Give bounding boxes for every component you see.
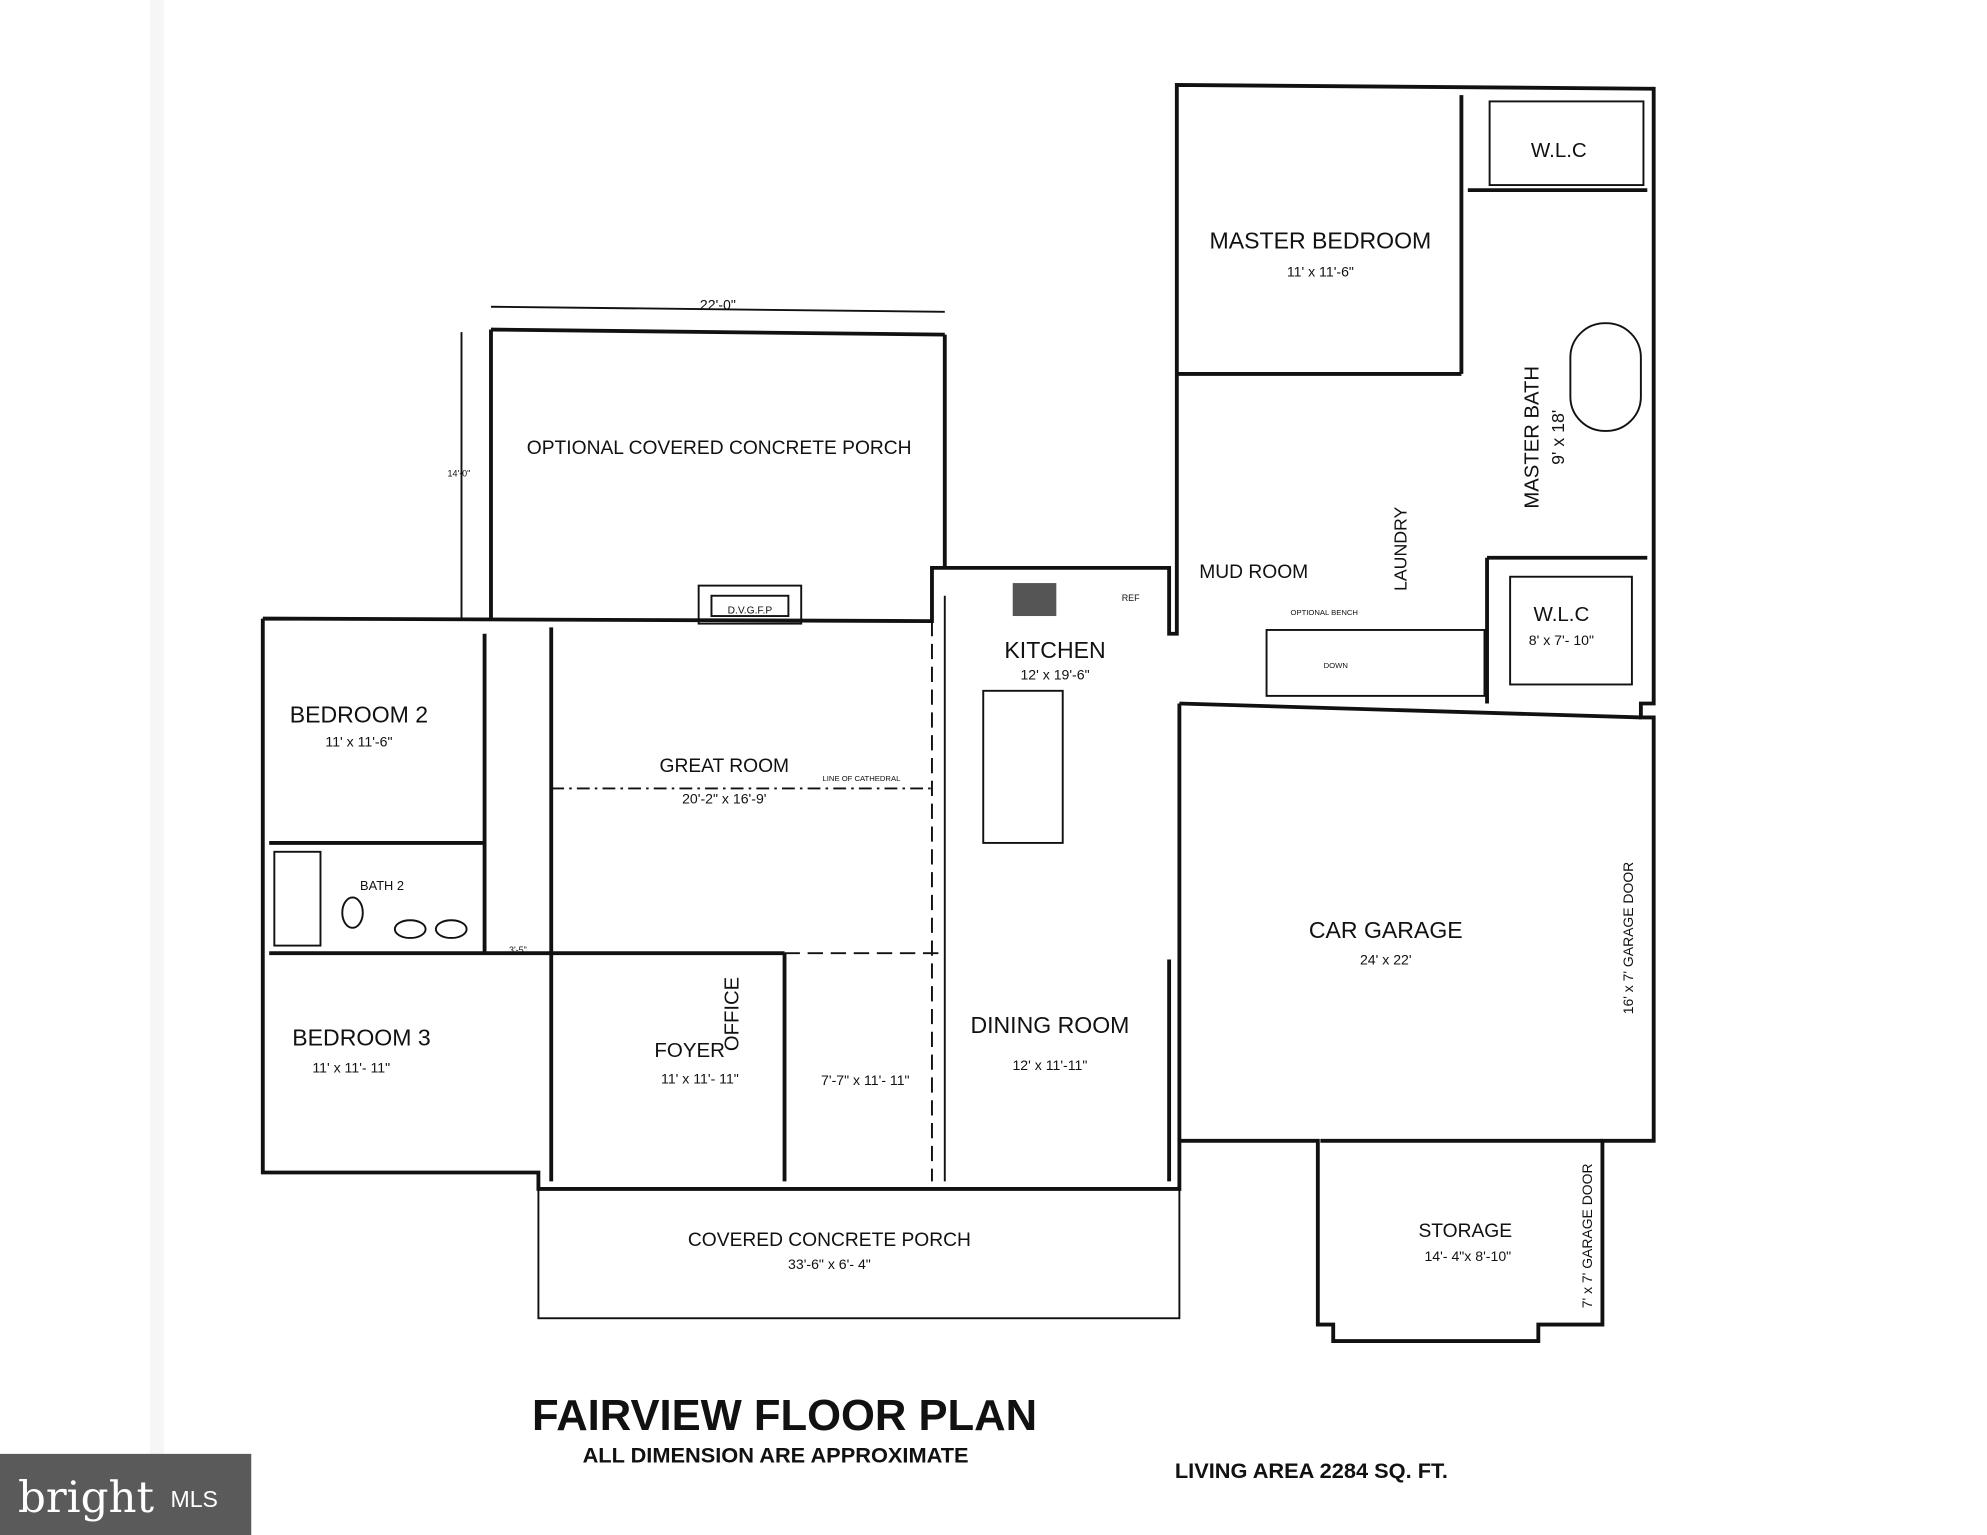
foyer-size: 11' x 11'- 11"	[661, 1071, 739, 1087]
opt-porch-depth: 14'-0"	[448, 469, 471, 479]
car-garage-label: CAR GARAGE	[1309, 917, 1463, 943]
ref-label: REF	[1122, 593, 1140, 603]
office-size: 7'-7" x 11'- 11"	[821, 1072, 910, 1088]
foyer-label: FOYER	[654, 1040, 725, 1062]
bedroom3-size: 11' x 11'- 11"	[312, 1059, 390, 1075]
master-bedroom-label: MASTER BEDROOM	[1210, 228, 1432, 254]
wlc-bottom-size: 8' x 7'- 10"	[1529, 632, 1594, 648]
kitchen-size: 12' x 19'-6"	[1020, 666, 1089, 682]
bedroom2-size: 11' x 11'-6"	[325, 734, 392, 750]
optional-bench-label: OPTIONAL BENCH	[1291, 608, 1358, 617]
master-bath-label: MASTER BATH	[1521, 366, 1543, 509]
master-bedroom-size: 11' x 11'-6"	[1287, 263, 1354, 279]
bedroom2-label: BEDROOM 2	[290, 702, 428, 728]
opt-porch-width: 22'-0"	[700, 296, 736, 312]
scan-edge	[150, 0, 164, 1535]
cathedral-line-label: LINE OF CATHEDRAL	[823, 774, 901, 783]
exterior-walls	[260, 83, 1656, 1343]
plan-subtitle: ALL DIMENSION ARE APPROXIMATE	[583, 1443, 969, 1468]
kitchen-label: KITCHEN	[1004, 637, 1105, 663]
plan-title: FAIRVIEW FLOOR PLAN	[532, 1392, 1037, 1440]
front-porch-size: 33'-6" x 6'- 4"	[788, 1256, 871, 1272]
optional-porch-outline	[460, 305, 947, 619]
office-label: OFFICE	[721, 977, 743, 1051]
wlc-bottom-label: W.L.C	[1533, 604, 1589, 626]
master-bath-size: 9' x 18'	[1548, 410, 1568, 465]
dining-room-size: 12' x 11'-11"	[1012, 1057, 1087, 1073]
car-garage-size: 24' x 22'	[1360, 952, 1412, 968]
dining-room-label: DINING ROOM	[970, 1012, 1129, 1038]
hall-width-label: 3'-5"	[509, 945, 527, 955]
logo-suffix: MLS	[170, 1486, 217, 1512]
living-area: LIVING AREA 2284 SQ. FT.	[1175, 1458, 1448, 1483]
great-room-label: GREAT ROOM	[660, 756, 790, 777]
mud-room-label: MUD ROOM	[1199, 562, 1308, 583]
front-porch-label: COVERED CONCRETE PORCH	[688, 1230, 971, 1251]
bath2-label: BATH 2	[360, 878, 404, 893]
logo-brand: bright	[18, 1473, 155, 1523]
fireplace-label: D.V.G.F.P	[728, 606, 773, 617]
bright-mls-logo: bright MLS	[0, 1453, 252, 1535]
bedroom3-label: BEDROOM 3	[292, 1025, 430, 1051]
interior-walls	[269, 95, 1648, 1320]
laundry-label: LAUNDRY	[1390, 507, 1410, 592]
garage-door-label: 16' x 7' GARAGE DOOR	[1620, 862, 1636, 1014]
stairs-down-label: DOWN	[1324, 661, 1348, 670]
wlc-top-label: W.L.C	[1531, 140, 1587, 162]
storage-door-label: 7' x 7' GARAGE DOOR	[1579, 1163, 1595, 1308]
opt-porch-label: OPTIONAL COVERED CONCRETE PORCH	[527, 438, 912, 459]
storage-label: STORAGE	[1418, 1221, 1512, 1242]
storage-size: 14'- 4"x 8'-10"	[1424, 1248, 1511, 1264]
great-room-size: 20'-2" x 16'-9'	[682, 791, 766, 807]
